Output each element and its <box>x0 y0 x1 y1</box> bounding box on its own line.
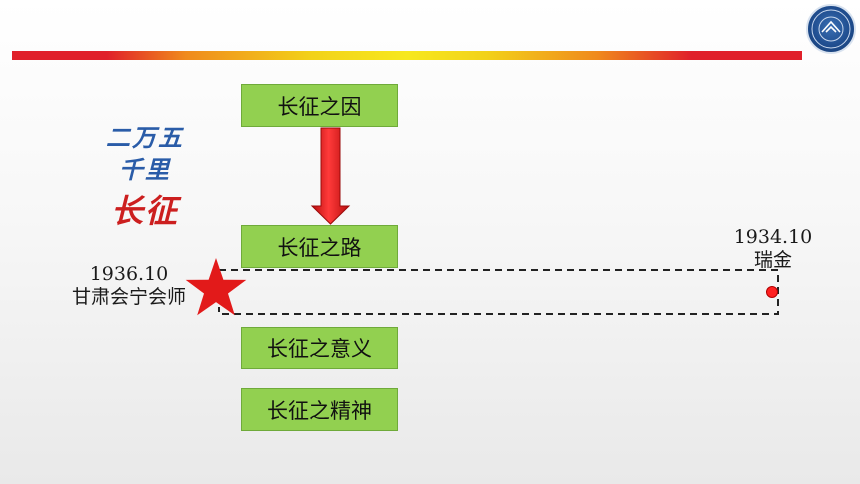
calligraphy-line-1: 二万五 <box>106 123 184 152</box>
red-star-icon <box>185 258 247 316</box>
route-end-label: 1936.10 甘肃会宁会师 <box>44 263 214 309</box>
route-end-date: 1936.10 <box>89 263 169 285</box>
route-start-label: 1934.10 瑞金 <box>718 226 828 272</box>
route-dashed-path <box>218 269 779 315</box>
box-long-march-meaning[interactable]: 长征之意义 <box>241 327 398 369</box>
box-long-march-cause[interactable]: 长征之因 <box>241 84 398 127</box>
emblem-logo-icon <box>806 4 856 54</box>
box-long-march-spirit[interactable]: 长征之精神 <box>241 388 398 431</box>
box-long-march-route[interactable]: 长征之路 <box>241 225 398 268</box>
route-end-place: 甘肃会宁会师 <box>71 286 186 308</box>
route-start-date: 1934.10 <box>733 226 813 248</box>
route-start-place: 瑞金 <box>753 249 792 271</box>
red-dot-icon <box>766 286 778 298</box>
calligraphy-line-2: 千里 <box>119 155 171 184</box>
calligraphy-line-3: 长征 <box>110 192 179 230</box>
header-color-band <box>12 51 802 60</box>
down-arrow-icon <box>310 127 351 225</box>
